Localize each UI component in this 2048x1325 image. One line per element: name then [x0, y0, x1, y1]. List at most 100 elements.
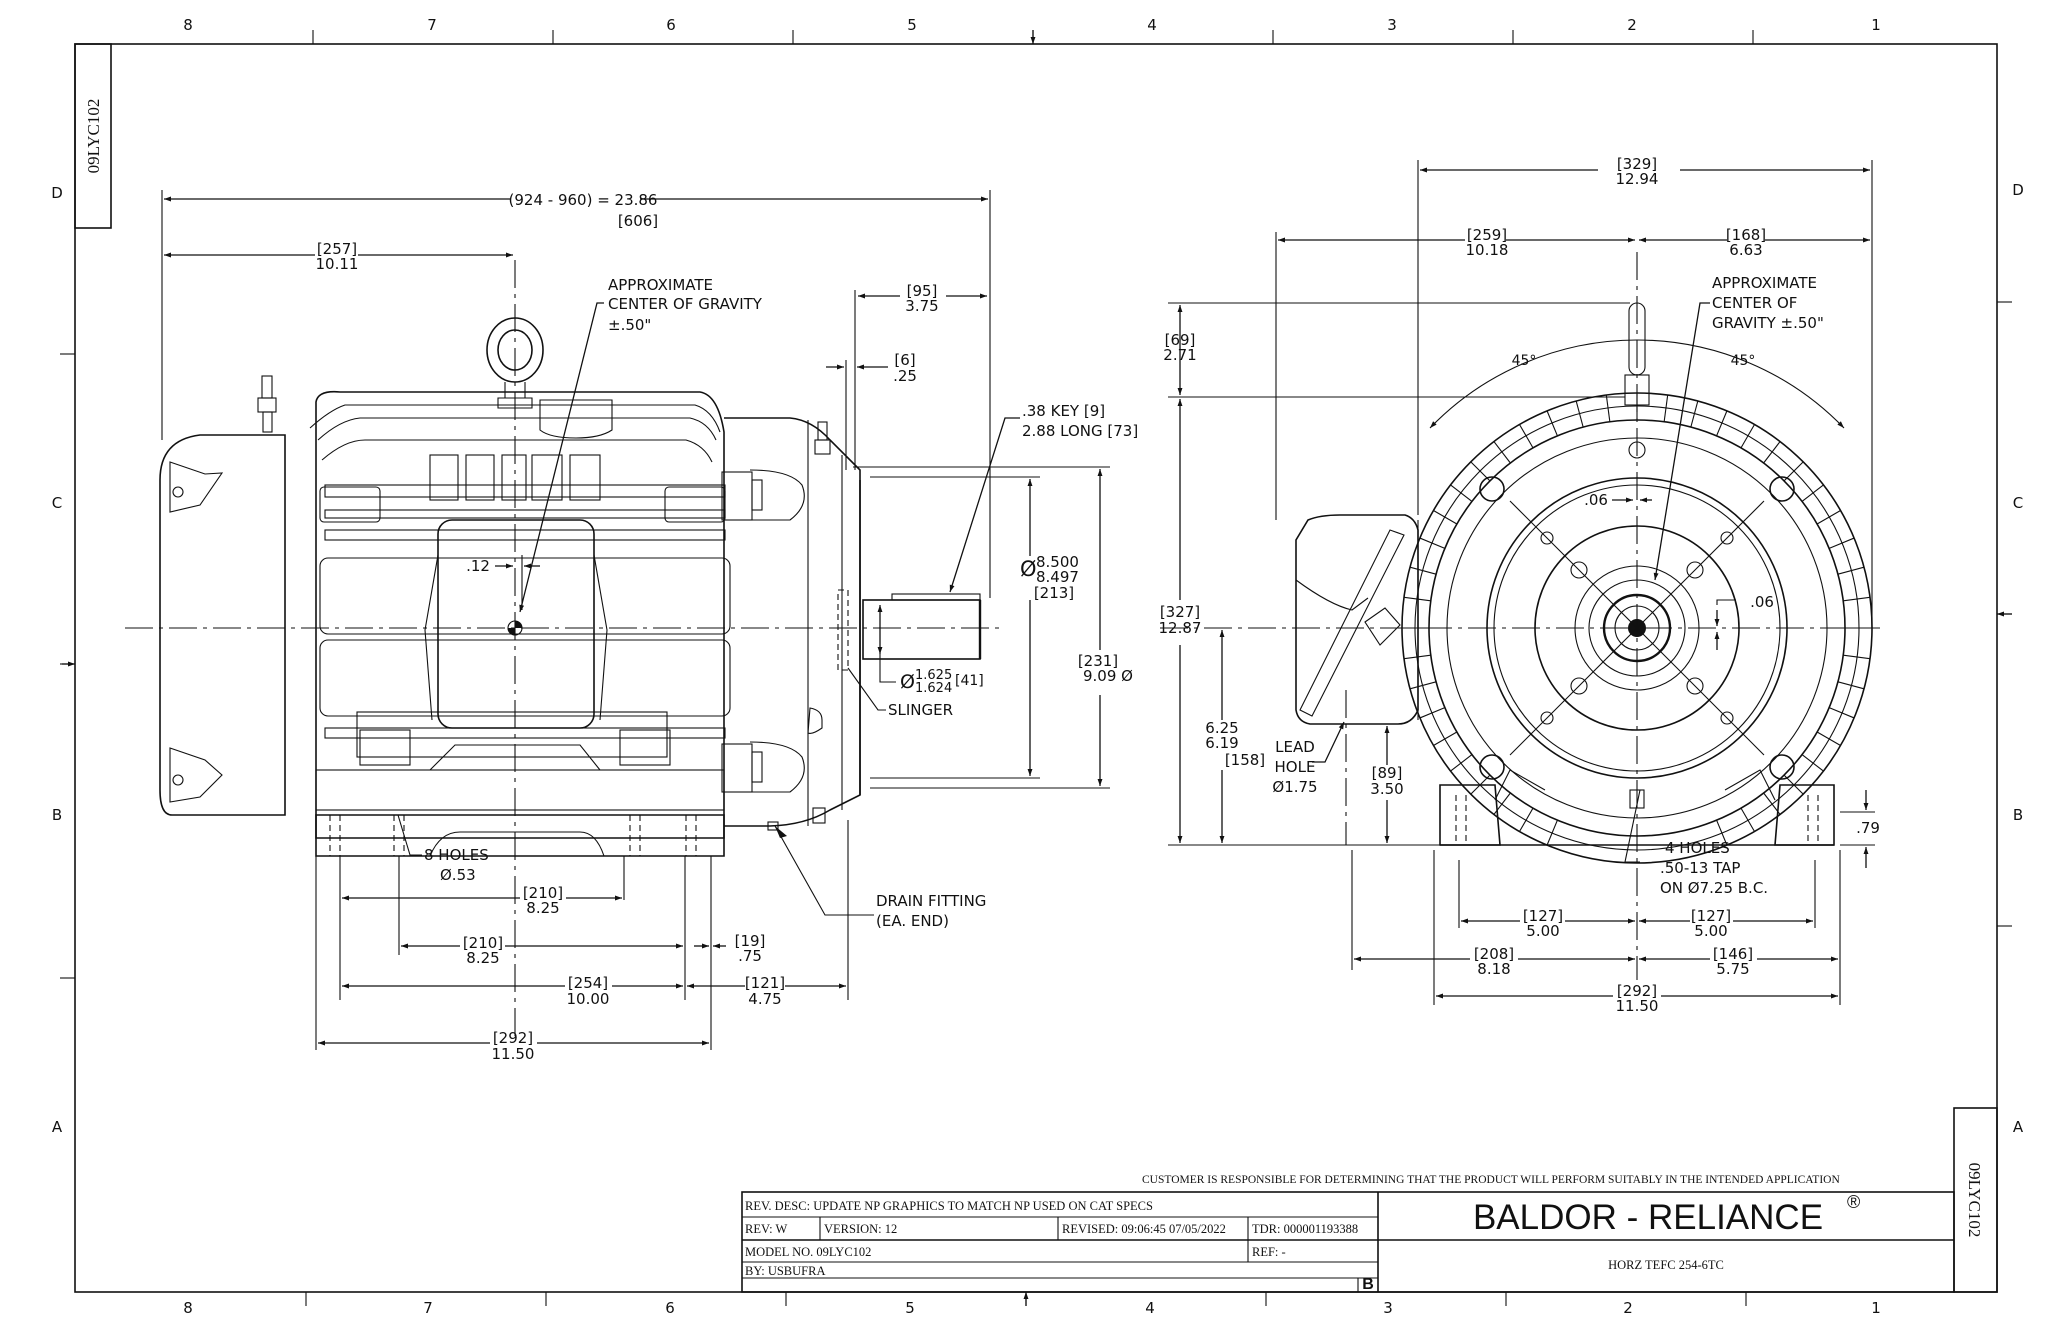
cooling-fin — [1763, 441, 1781, 464]
half-span-right-mm: [127] — [1691, 907, 1731, 925]
svg-text:APPROXIMATE: APPROXIMATE — [1712, 274, 1817, 292]
shaft-ext: 3.75 — [905, 297, 938, 315]
foot-to-shoulder: 4.75 — [748, 990, 781, 1008]
corner-tab-bottom-label: 09LYC102 — [1965, 1163, 1984, 1238]
shaft-height-mm: [158] — [1225, 751, 1265, 769]
zone-row-right-c: C — [2013, 494, 2023, 512]
zone-row-right-d: D — [2012, 181, 2024, 199]
foot-thickness: .79 — [1856, 819, 1880, 837]
zone-col-top-8: 8 — [183, 16, 193, 34]
zone-row-left-a: A — [52, 1118, 63, 1136]
motor-side-outline — [159, 317, 982, 857]
eyebolt: 2.71 — [1163, 346, 1196, 364]
shaft-height-max: 6.25 — [1205, 719, 1238, 737]
zone-col-bottom-3: 3 — [1383, 1299, 1393, 1317]
cooling-fin — [1828, 707, 1855, 719]
brand-logo: BALDOR - RELIANCE — [1473, 1198, 1823, 1237]
right-width: 6.63 — [1729, 241, 1762, 259]
cog-from-end: 10.11 — [316, 255, 359, 273]
cooling-fin — [1605, 394, 1611, 422]
shoulder: .25 — [893, 367, 917, 385]
zone-row-left-b: B — [52, 806, 62, 824]
left-width-mm: [259] — [1467, 226, 1507, 244]
cooling-fin — [1433, 731, 1458, 746]
right-side-mm: [146] — [1713, 945, 1753, 963]
zone-col-bottom-1: 1 — [1871, 1299, 1881, 1317]
base-length-mm: [292] — [493, 1029, 533, 1047]
zone-col-top-3: 3 — [1387, 16, 1397, 34]
foot-length-mm: [254] — [568, 974, 608, 992]
hole-spacing-a: 8.25 — [526, 899, 559, 917]
foot-offset-mm: [19] — [735, 932, 766, 950]
tap-note-line3: ON Ø7.25 B.C. — [1660, 879, 1768, 897]
cooling-fin — [1493, 441, 1511, 464]
cooling-fin — [1519, 424, 1534, 449]
half-span-left-mm: [127] — [1523, 907, 1563, 925]
conduit-side-mm: [208] — [1474, 945, 1514, 963]
overall-height-mm: [327] — [1160, 603, 1200, 621]
cooling-fin — [1843, 596, 1871, 602]
base-width-mm: [292] — [1617, 982, 1657, 1000]
hole-spacing-a-mm: [210] — [523, 884, 563, 902]
tdr: TDR: 000001193388 — [1252, 1222, 1358, 1236]
left-width: 10.18 — [1466, 241, 1509, 259]
cooling-fin — [1801, 484, 1824, 502]
right-width-mm: [168] — [1726, 226, 1766, 244]
hole-spacing-b-mm: [210] — [463, 934, 503, 952]
drain-note-line1: DRAIN FITTING — [876, 892, 986, 910]
cooling-fin — [1409, 566, 1437, 575]
title-block: CUSTOMER IS RESPONSIBLE FOR DETERMINING … — [741, 1174, 1955, 1293]
flange-dia: 9.09 Ø — [1083, 667, 1133, 685]
side-view: (924 - 960) = 23.86 [606] [257] 10.11 AP… — [125, 190, 1138, 1063]
shaft-dia-max: 1.625 — [915, 668, 952, 683]
conduit-height: 3.50 — [1370, 780, 1403, 798]
shaft-dia-min: 1.624 — [915, 681, 952, 696]
model-no: MODEL NO. 09LYC102 — [745, 1245, 871, 1259]
cog-offset-dim: .12 — [466, 557, 490, 575]
zone-col-bottom-7: 7 — [423, 1299, 433, 1317]
conduit-height-mm: [89] — [1372, 764, 1403, 782]
cooling-fin — [1740, 424, 1755, 449]
svg-text:2.88 LONG [73]: 2.88 LONG [73] — [1022, 422, 1138, 440]
shaft-ext-mm: [95] — [907, 282, 938, 300]
zone-col-bottom-6: 6 — [665, 1299, 675, 1317]
foot-length: 10.00 — [567, 990, 610, 1008]
zone-col-top-1: 1 — [1871, 16, 1881, 34]
cooling-fin — [1716, 410, 1728, 437]
overall-width: 12.94 — [1616, 170, 1659, 188]
holes-note-count: 8 HOLES — [424, 846, 489, 864]
cooling-fin — [1740, 807, 1755, 832]
conduit-side: 8.18 — [1477, 960, 1510, 978]
lead-hole-line1: LEAD — [1275, 738, 1315, 756]
lead-hole-line2: HOLE — [1275, 758, 1316, 776]
angle-left: 45° — [1512, 353, 1537, 369]
cog-note-end: APPROXIMATE CENTER OF GRAVITY ±.50" — [1653, 274, 1824, 581]
svg-text:CENTER OF GRAVITY: CENTER OF GRAVITY — [608, 295, 763, 313]
zone-col-top-6: 6 — [666, 16, 676, 34]
flange-dia-mm: [231] — [1078, 652, 1118, 670]
overall-width-mm: [329] — [1617, 155, 1657, 173]
zone-row-right-a: A — [2013, 1118, 2024, 1136]
overall-length-mm: [606] — [618, 212, 658, 230]
cooling-fin — [1519, 807, 1534, 832]
half-span-right: 5.00 — [1694, 922, 1727, 940]
revised: REVISED: 09:06:45 07/05/2022 — [1062, 1222, 1226, 1236]
zone-col-bottom-8: 8 — [183, 1299, 193, 1317]
svg-text:CENTER OF: CENTER OF — [1712, 294, 1797, 312]
cooling-fin — [1409, 681, 1437, 690]
offset-top: .06 — [1584, 491, 1608, 509]
zone-col-top-5: 5 — [907, 16, 917, 34]
cooling-fin — [1801, 754, 1824, 772]
lead-hole-line3: Ø1.75 — [1272, 778, 1317, 796]
rev: REV: W — [745, 1222, 787, 1236]
pilot-dia-mm: [213] — [1034, 584, 1074, 602]
holes-note-dia: Ø.53 — [440, 866, 476, 884]
corner-tab-top-label: 09LYC102 — [84, 99, 103, 174]
svg-text:GRAVITY ±.50": GRAVITY ±.50" — [1712, 314, 1824, 332]
half-span-left: 5.00 — [1526, 922, 1559, 940]
pilot-dia-symbol: Ø — [1020, 557, 1037, 581]
cooling-fin — [1816, 731, 1841, 746]
shaft-dia-mm: [41] — [955, 673, 984, 689]
rev-desc: REV. DESC: UPDATE NP GRAPHICS TO MATCH N… — [745, 1199, 1153, 1213]
